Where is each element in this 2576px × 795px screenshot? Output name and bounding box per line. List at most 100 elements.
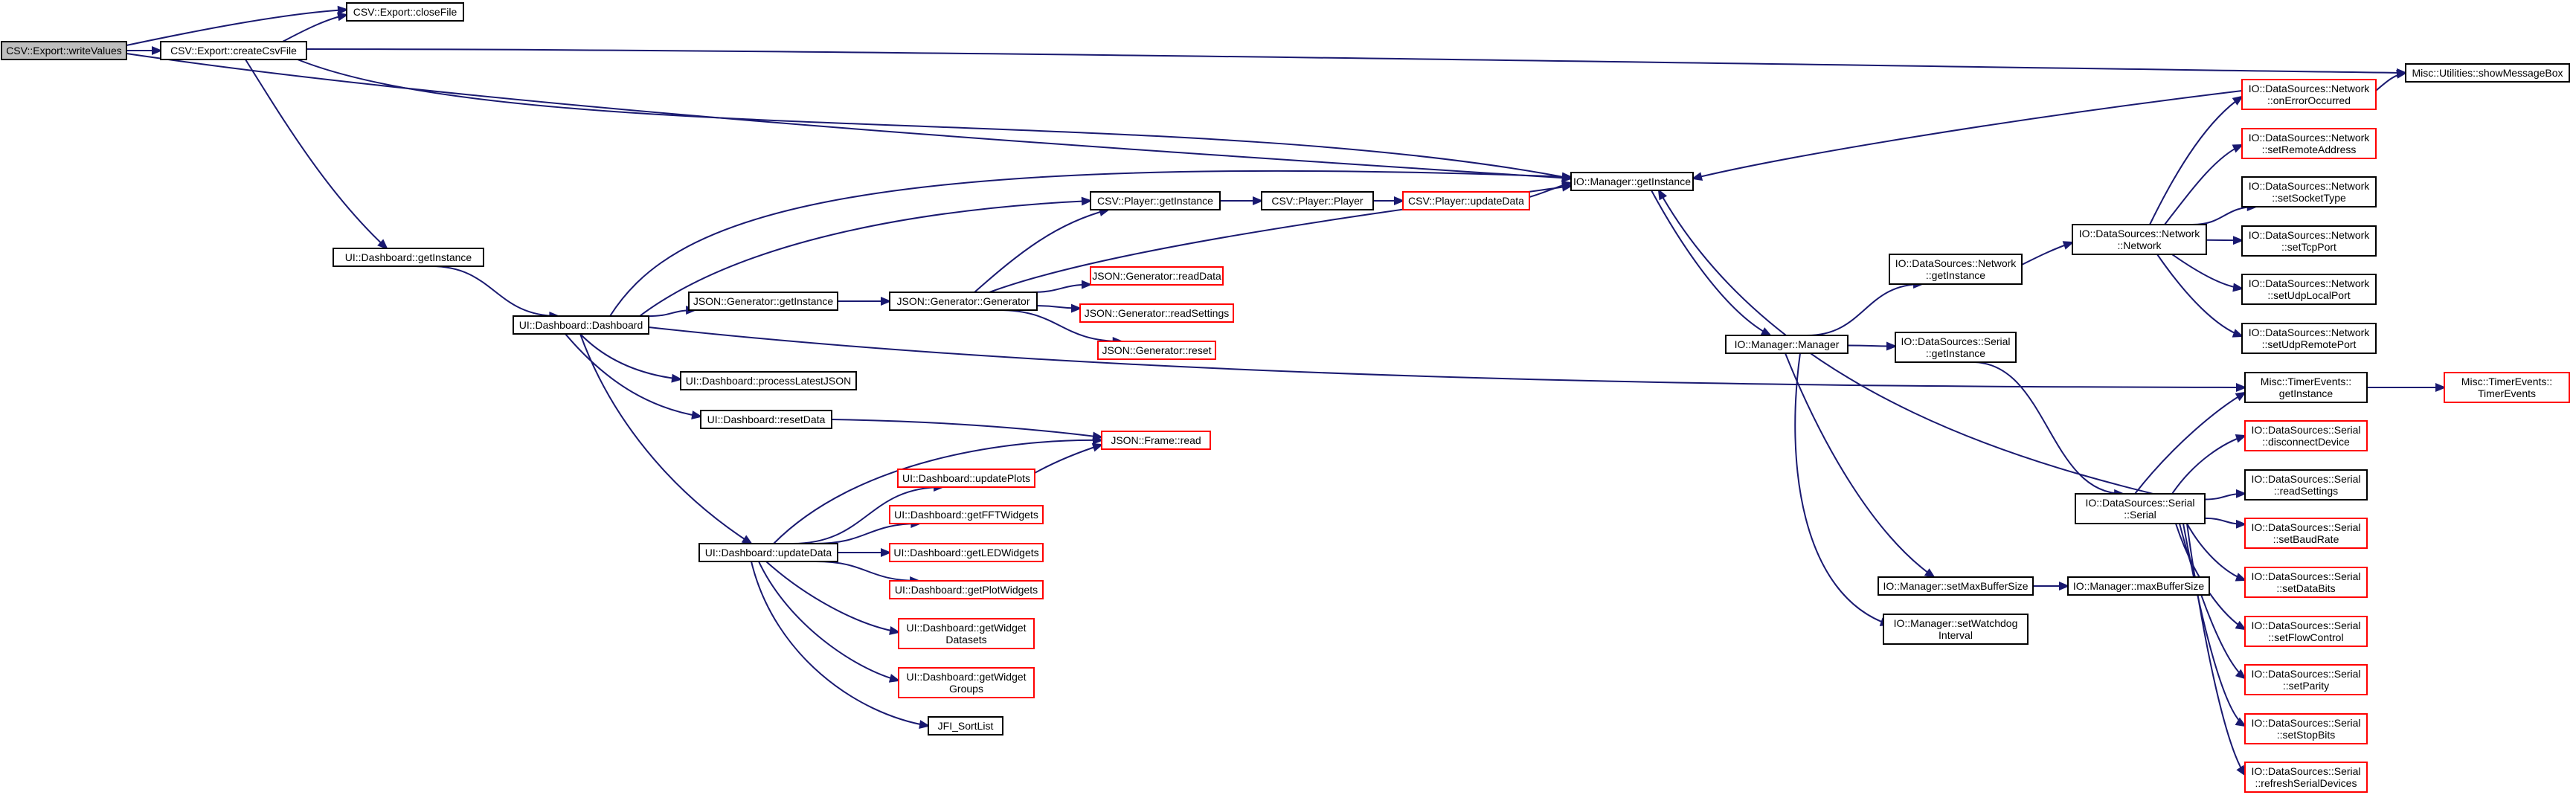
edge-createCsvFile-to-dashGetInstance (245, 59, 388, 250)
edge-ioManager-to-setMaxBufferSize (1785, 353, 1936, 579)
node-setParity[interactable]: IO::DataSources::Serial::setParity (2244, 664, 2368, 695)
node-showMessageBox[interactable]: Misc::Utilities::showMessageBox (2405, 63, 2570, 83)
arrowhead (337, 5, 349, 15)
node-disconnectDevice[interactable]: IO::DataSources::Serial::disconnectDevic… (2244, 420, 2368, 451)
node-label: IO::DataSources::Serial (2251, 473, 2360, 485)
node-setBaudRate[interactable]: IO::DataSources::Serial::setBaudRate (2244, 518, 2368, 549)
node-box (1402, 191, 1530, 210)
node-ioManager[interactable]: IO::Manager::Manager (1725, 335, 1849, 354)
node-box (2072, 224, 2207, 255)
node-box (1090, 191, 1221, 210)
node-box (1889, 254, 2023, 285)
node-setDataBits[interactable]: IO::DataSources::Serial::setDataBits (2244, 567, 2368, 598)
node-label: ::setRemoteAddress (2262, 144, 2357, 155)
edge-updateData-to-sortList (751, 561, 931, 729)
node-resetData[interactable]: UI::Dashboard::resetData (700, 410, 832, 429)
arrowhead (1924, 568, 1936, 579)
edge-dashboard-to-csvPlayerGetInstance (639, 196, 1093, 317)
arrowhead (377, 239, 388, 250)
edge-serial-to-refreshSerialDevices (2186, 523, 2246, 777)
edge-jsonGenerator-to-csvPlayerGetInstance (974, 207, 1111, 293)
edge-line (609, 170, 1572, 317)
edge-network-to-setRemoteAddress (2164, 144, 2244, 225)
node-setUdpRemotePort[interactable]: IO::DataSources::Network::setUdpRemotePo… (2241, 323, 2377, 354)
edge-line (1785, 353, 1935, 578)
edge-line (2192, 206, 2256, 225)
arrowhead (2396, 69, 2408, 79)
node-label: IO::DataSources::Serial (2251, 424, 2360, 436)
node-dashGetInstance[interactable]: UI::Dashboard::getInstance (333, 248, 484, 267)
node-sortList[interactable]: JFI_SortList (928, 716, 1003, 736)
node-getFFTWidgets[interactable]: UI::Dashboard::getFFTWidgets (889, 505, 1044, 524)
node-label: CSV::Export::writeValues (6, 45, 122, 57)
node-serialGetInstance[interactable]: IO::DataSources::Serial::getInstance (1895, 332, 2017, 363)
arrowhead (2235, 434, 2247, 443)
node-getPlotWidgets[interactable]: UI::Dashboard::getPlotWidgets (889, 580, 1044, 599)
edge-updateData-to-getLEDWidgets (838, 548, 892, 557)
node-setTcpPort[interactable]: IO::DataSources::Network::setTcpPort (2241, 225, 2377, 257)
arrowhead (2236, 765, 2246, 777)
node-timerGetInstance[interactable]: Misc::TimerEvents::getInstance (2244, 372, 2368, 403)
node-readSettings[interactable]: IO::DataSources::Serial::readSettings (2244, 469, 2368, 501)
node-onErrorOccurred[interactable]: IO::DataSources::Network::onErrorOccurre… (2241, 79, 2377, 110)
node-csvUpdateData[interactable]: CSV::Player::updateData (1402, 191, 1530, 210)
node-jsonFrameRead[interactable]: JSON::Frame::read (1101, 431, 1211, 450)
node-box (2244, 762, 2368, 793)
arrowhead (337, 12, 349, 22)
node-box (2241, 274, 2377, 305)
edge-line (1651, 190, 1771, 336)
edge-csvPlayer-to-csvUpdateData (1373, 196, 1405, 205)
node-label: ::onErrorOccurred (2267, 94, 2351, 106)
node-serial[interactable]: IO::DataSources::Serial::Serial (2075, 493, 2206, 524)
node-box (680, 371, 857, 390)
node-closeFile[interactable]: CSV::Export::closeFile (346, 2, 464, 22)
node-refreshSerialDevices[interactable]: IO::DataSources::Serial::refreshSerialDe… (2244, 762, 2368, 793)
node-jsonReadSettings[interactable]: JSON::Generator::readSettings (1079, 303, 1234, 323)
node-getLEDWidgets[interactable]: UI::Dashboard::getLEDWidgets (889, 543, 1044, 562)
node-maxBufferSize[interactable]: IO::Manager::maxBufferSize (2067, 576, 2210, 596)
node-ioGetInstance[interactable]: IO::Manager::getInstance (1570, 172, 1694, 191)
node-updatePlots[interactable]: UI::Dashboard::updatePlots (897, 469, 1035, 488)
node-setStopBits[interactable]: IO::DataSources::Serial::setStopBits (2244, 713, 2368, 744)
node-label: CSV::Player::getInstance (1097, 195, 1213, 207)
node-timerEvents[interactable]: Misc::TimerEvents::TimerEvents (2444, 372, 2570, 403)
node-jsonReset[interactable]: JSON::Generator::reset (1097, 341, 1216, 360)
node-network[interactable]: IO::DataSources::Network::Network (2072, 224, 2207, 255)
arrowhead (671, 373, 683, 383)
arrowhead (2435, 383, 2447, 392)
node-setMaxBufferSize[interactable]: IO::Manager::setMaxBufferSize (1878, 576, 2034, 596)
edge-network-to-setUdpRemotePort (2156, 254, 2244, 338)
node-label: UI::Dashboard::getLEDWidgets (893, 547, 1038, 559)
node-jsonReadData[interactable]: JSON::Generator::readData (1090, 266, 1224, 286)
node-updateData[interactable]: UI::Dashboard::updateData (698, 543, 838, 562)
node-netGetInstance[interactable]: IO::DataSources::Network::getInstance (1889, 254, 2023, 285)
node-csvPlayer[interactable]: CSV::Player::Player (1261, 191, 1374, 210)
edge-line (126, 9, 347, 46)
node-label: IO::DataSources::Network (2249, 132, 2371, 144)
node-label: IO::Manager::Manager (1735, 338, 1840, 350)
node-setSocketType[interactable]: IO::DataSources::Network::setSocketType (2241, 176, 2377, 207)
node-label: ::readSettings (2274, 485, 2338, 497)
node-createCsvFile[interactable]: CSV::Export::createCsvFile (160, 41, 307, 60)
node-label: ::setFlowControl (2268, 631, 2343, 643)
edge-line (2186, 523, 2246, 776)
arrowhead (1394, 196, 1405, 205)
node-label: UI::Dashboard::getPlotWidgets (895, 584, 1038, 596)
edge-line (1034, 444, 1102, 474)
edge-line (1794, 353, 1890, 625)
arrowhead (1081, 196, 1093, 206)
node-label: TimerEvents (2478, 387, 2536, 399)
edge-writeValues-to-createCsvFile (126, 46, 163, 55)
node-setUdpLocalPort[interactable]: IO::DataSources::Network::setUdpLocalPor… (2241, 274, 2377, 305)
node-processLatestJSON[interactable]: UI::Dashboard::processLatestJSON (680, 371, 857, 390)
node-jsonGetInstance[interactable]: JSON::Generator::getInstance (688, 292, 838, 311)
node-setRemoteAddress[interactable]: IO::DataSources::Network::setRemoteAddre… (2241, 128, 2377, 159)
node-csvPlayerGetInstance[interactable]: CSV::Player::getInstance (1090, 191, 1221, 210)
node-dashboard[interactable]: UI::Dashboard::Dashboard (513, 315, 649, 335)
arrowhead (1091, 443, 1104, 452)
node-jsonGenerator[interactable]: JSON::Generator::Generator (889, 292, 1038, 311)
node-setFlowControl[interactable]: IO::DataSources::Serial::setFlowControl (2244, 616, 2368, 647)
